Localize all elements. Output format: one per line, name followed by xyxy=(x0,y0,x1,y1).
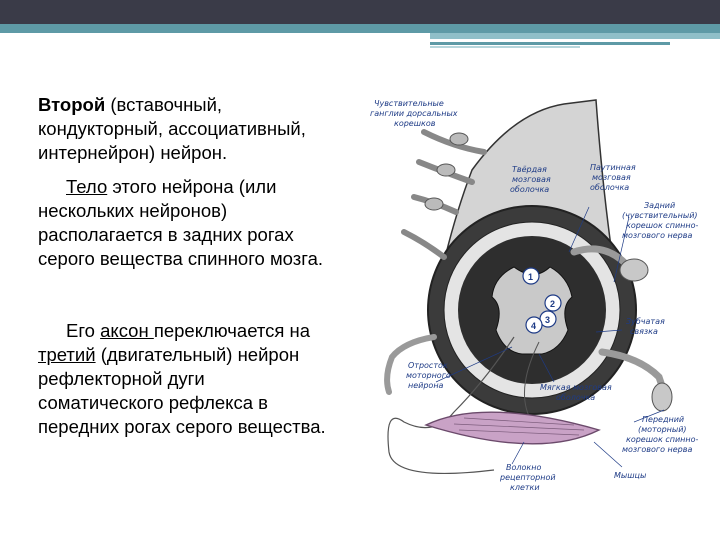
number-4: 4 xyxy=(531,321,536,331)
label-receptor-fiber: Волокно рецепторной клетки xyxy=(499,463,558,492)
label-pia-mater: Мягкая мозговая оболочка xyxy=(540,383,614,402)
label-muscles: Мышцы xyxy=(614,471,646,480)
motor-axon-path xyxy=(387,336,515,474)
leader-lines xyxy=(435,206,665,468)
term-third: третий xyxy=(38,344,96,365)
body-location-text: этого нейрона (или нескольких нейронов) … xyxy=(38,176,324,269)
nerve-left xyxy=(384,334,437,395)
ganglion-right xyxy=(619,258,649,282)
slide-text: Второй (вставочный, кондукторный, ассоци… xyxy=(38,93,330,439)
number-1: 1 xyxy=(528,272,533,282)
axon-text-start: Его xyxy=(66,320,101,341)
muscle-shape xyxy=(424,411,601,445)
axon-text-end: (двигательный) нейрон рефлекторной дуги … xyxy=(38,344,326,437)
anterior-root-right xyxy=(598,348,668,396)
spinal-cord-illustration: 1 2 3 4 Чувс xyxy=(370,99,699,492)
header-accent-band xyxy=(0,24,720,33)
grey-matter xyxy=(491,266,573,355)
term-second: Второй xyxy=(38,94,106,115)
nerve-swelling-right xyxy=(651,382,673,412)
neuron-circle-1 xyxy=(522,267,540,285)
label-posterior-root: Задний (чувствительный) корешок спинно- … xyxy=(622,201,698,240)
label-arachnoid: Паутинная мозговая оболочка xyxy=(590,163,638,192)
label-motor-axon: Отросток моторного нейрона xyxy=(406,361,453,390)
label-anterior-root: Передний (моторный) корешок спинно- мозг… xyxy=(622,415,698,454)
ganglion-left-3 xyxy=(424,197,444,211)
label-denticulate-ligament: Зубчатая связка xyxy=(626,317,667,336)
number-2: 2 xyxy=(550,299,555,309)
label-sensory-ganglia: Чувствительные ганглии дорсальных корешк… xyxy=(370,99,460,128)
second-neuron-description: (вставочный, кондукторный, ассоциативный… xyxy=(38,94,306,163)
term-body: Тело xyxy=(66,176,108,197)
posterior-root-right xyxy=(570,245,630,268)
term-axon: аксон xyxy=(100,320,154,341)
ganglion-left-1 xyxy=(449,132,469,146)
label-dura-mater: Твёрдая мозговая оболочка xyxy=(510,165,553,194)
header-accent-band-light xyxy=(430,33,720,39)
paragraph-second-neuron: Второй (вставочный, кондукторный, ассоци… xyxy=(38,93,330,165)
axon-text-mid: переключается на xyxy=(153,320,311,341)
header-accent-line xyxy=(430,42,670,45)
paragraph-body-location: Тело этого нейрона (или нескольких нейро… xyxy=(38,175,330,271)
header-bar xyxy=(0,0,720,24)
number-3: 3 xyxy=(545,315,550,325)
ganglion-left-2 xyxy=(436,163,456,177)
neuron-circle-2 xyxy=(544,294,562,312)
paragraph-axon-switch: Его аксон переключается на третий (двига… xyxy=(38,319,330,439)
spinal-cord-diagram: 1 2 3 4 Чувс xyxy=(364,92,699,497)
neuron-circle-4 xyxy=(525,316,543,334)
header-accent-line-thin xyxy=(430,46,580,48)
muscle-striations xyxy=(453,417,585,436)
